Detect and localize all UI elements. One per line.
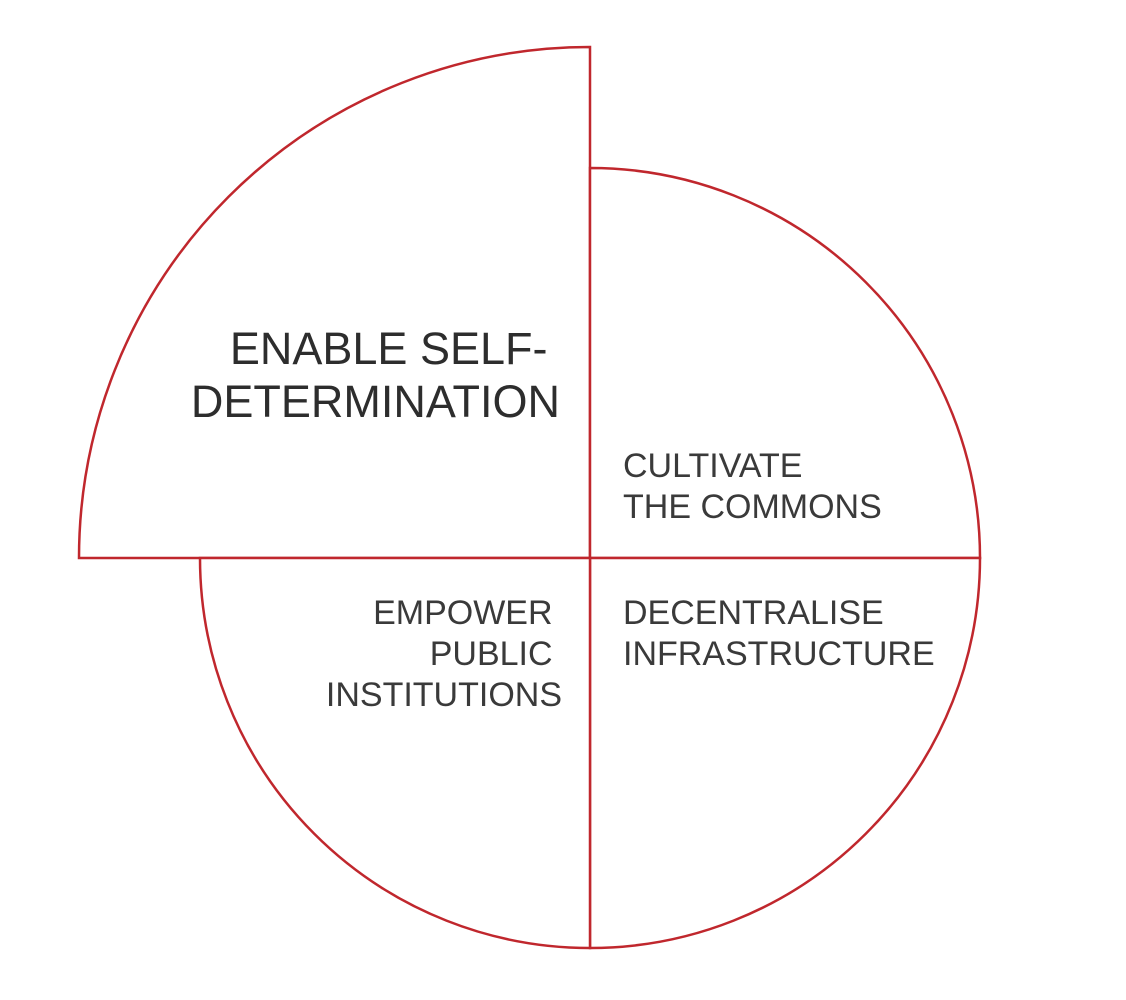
quadrant-bottom-right [588, 556, 982, 950]
label-line: PUBLIC [430, 635, 553, 673]
label-line: DETERMINATION [191, 376, 560, 427]
label-line: CULTIVATE [623, 447, 802, 485]
label-line: THE COMMONS [623, 488, 882, 526]
label-line: INSTITUTIONS [326, 676, 562, 714]
label-line: INFRASTRUCTURE [623, 635, 935, 673]
label-cultivate-the-commons: CULTIVATE THE COMMONS [623, 447, 882, 526]
label-line: ENABLE SELF- [230, 323, 548, 374]
quadrant-top-right [588, 166, 982, 560]
label-line: EMPOWER [373, 594, 552, 632]
quadrant-bottom-left [198, 556, 592, 950]
label-decentralise-infrastructure: DECENTRALISE INFRASTRUCTURE [623, 594, 935, 673]
label-empower-public-institutions: EMPOWER PUBLIC INSTITUTIONS [326, 594, 562, 714]
label-enable-self-determination: ENABLE SELF- DETERMINATION [191, 323, 560, 427]
label-line: DECENTRALISE [623, 594, 884, 632]
quadrant-top-left [77, 45, 592, 560]
